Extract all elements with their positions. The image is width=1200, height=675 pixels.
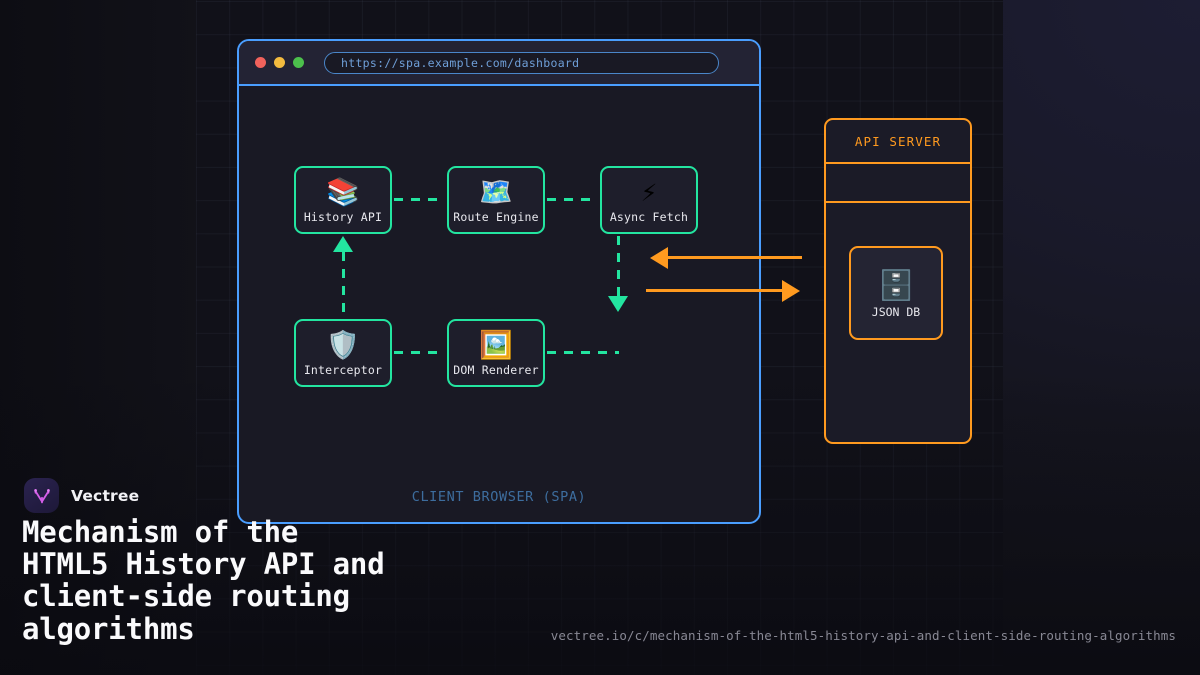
request-arrow-line — [646, 289, 782, 292]
url-text: https://spa.example.com/dashboard — [341, 55, 580, 70]
brand: Vectree — [24, 478, 139, 513]
connector-route-to-async — [547, 198, 598, 201]
connector-dom-to-server — [547, 351, 619, 354]
shield-icon: 🛡️ — [326, 329, 360, 361]
footer-url: vectree.io/c/mechanism-of-the-html5-hist… — [550, 628, 1176, 643]
node-json-db[interactable]: 🗄️ JSON DB — [849, 246, 943, 340]
node-label: History API — [303, 209, 383, 224]
api-server-header: API SERVER — [826, 120, 970, 164]
vectree-logo-icon — [24, 478, 59, 513]
browser-viewport: 📚 History API 🗺️ Route Engine ⚡ Async Fe… — [239, 86, 759, 522]
arrow-left-icon — [650, 247, 668, 269]
node-label: Async Fetch — [609, 209, 689, 224]
url-address-bar[interactable]: https://spa.example.com/dashboard — [324, 51, 719, 74]
minimize-dot-icon[interactable] — [274, 57, 285, 68]
node-label: Route Engine — [453, 209, 539, 224]
node-label: JSON DB — [871, 304, 921, 319]
connector-interceptor-to-dom — [394, 351, 445, 354]
node-route-engine[interactable]: 🗺️ Route Engine — [447, 166, 545, 234]
arrow-up-icon — [333, 236, 353, 252]
node-async-fetch[interactable]: ⚡ Async Fetch — [600, 166, 698, 234]
brand-name: Vectree — [71, 486, 140, 505]
client-browser-caption: CLIENT BROWSER (SPA) — [411, 489, 587, 505]
api-server-divider-band — [826, 164, 970, 203]
arrow-down-icon — [608, 296, 628, 312]
file-cabinet-icon: 🗄️ — [877, 267, 915, 302]
api-server-body: 🗄️ JSON DB — [826, 203, 970, 440]
traffic-lights — [255, 57, 304, 68]
api-server-title: API SERVER — [854, 133, 942, 149]
page-title: Mechanism of the HTML5 History API and c… — [22, 515, 385, 646]
node-label: Interceptor — [303, 362, 383, 377]
browser-title-bar: https://spa.example.com/dashboard — [239, 41, 759, 86]
node-history-api[interactable]: 📚 History API — [294, 166, 392, 234]
lightning-icon: ⚡ — [640, 176, 658, 208]
client-browser-window: https://spa.example.com/dashboard 📚 Hist… — [237, 39, 761, 524]
arrow-right-icon — [782, 280, 800, 302]
node-label: DOM Renderer — [453, 362, 539, 377]
connector-async-downstream — [617, 236, 620, 298]
maximize-dot-icon[interactable] — [293, 57, 304, 68]
api-server-panel: API SERVER 🗄️ JSON DB — [824, 118, 972, 444]
map-icon: 🗺️ — [479, 176, 513, 208]
close-dot-icon[interactable] — [255, 57, 266, 68]
node-interceptor[interactable]: 🛡️ Interceptor — [294, 319, 392, 387]
connector-history-to-route — [394, 198, 445, 201]
connector-interceptor-to-history — [342, 252, 345, 316]
books-icon: 📚 — [326, 176, 360, 208]
framed-picture-icon: 🖼️ — [479, 329, 513, 361]
response-arrow-line — [668, 256, 802, 259]
node-dom-renderer[interactable]: 🖼️ DOM Renderer — [447, 319, 545, 387]
